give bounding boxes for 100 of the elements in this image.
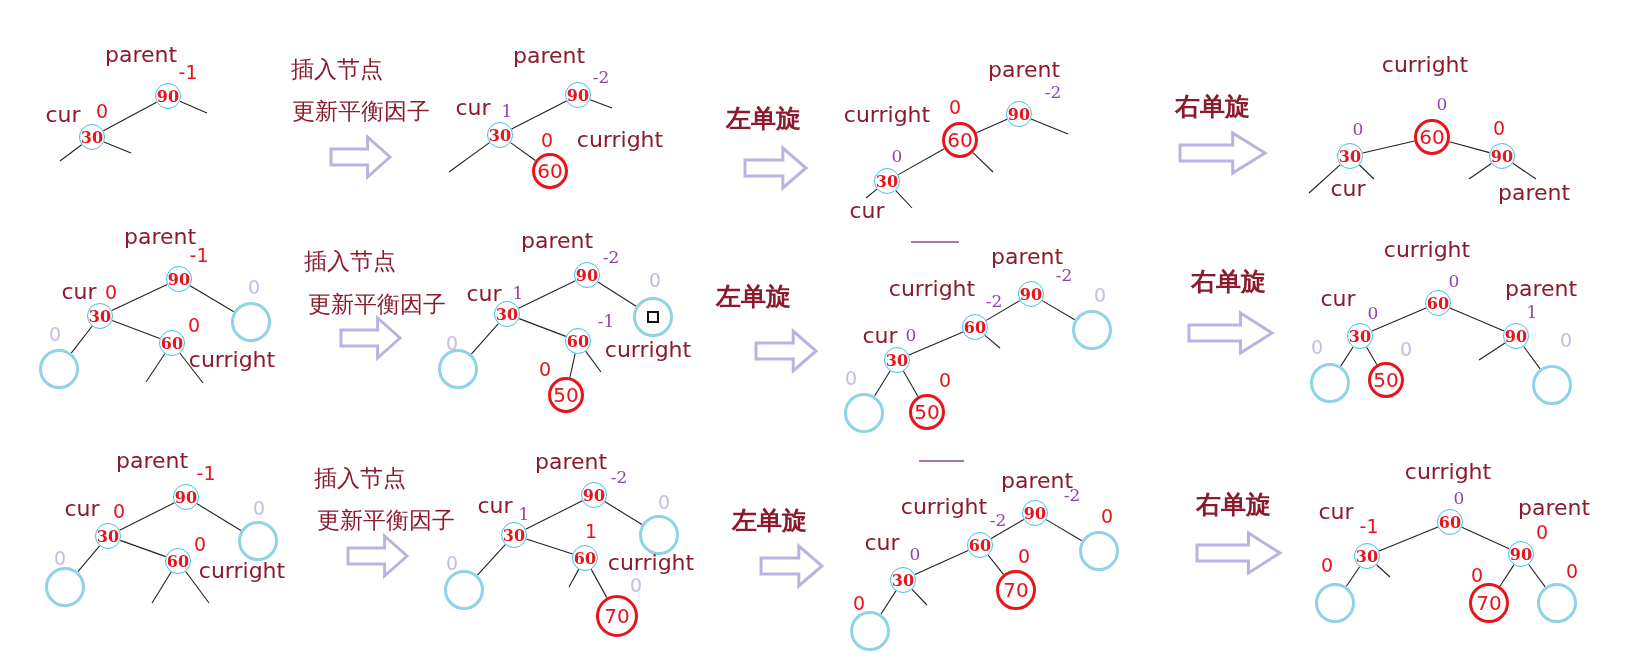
tree-edge [569, 353, 576, 378]
branch-line [59, 144, 83, 162]
node-label: curright [198, 557, 286, 583]
empty-subtree-circle [438, 349, 478, 389]
tree-edge [518, 318, 567, 337]
tree-edge [1041, 300, 1076, 321]
balance-factor: 0 [1352, 119, 1364, 139]
balance-factor: 0 [909, 544, 921, 564]
balance-factor: 0 [905, 325, 917, 345]
tree-edge [880, 590, 897, 615]
balance-factor: -2 [592, 67, 610, 87]
tree-edge [590, 568, 608, 599]
balance-factor: 0 [1565, 560, 1579, 582]
balance-factor: 0 [844, 367, 858, 389]
tree-edge [1045, 519, 1083, 542]
rotation-label: 左单旋 [725, 102, 801, 135]
node-label: curright [607, 549, 695, 575]
empty-subtree-circle [444, 570, 484, 610]
tree-edge [1449, 307, 1505, 332]
empty-subtree-circle [850, 611, 890, 651]
inserted-node-circle: 60 [1414, 119, 1450, 155]
branch-line [589, 99, 613, 109]
tree-edge [518, 280, 576, 309]
node-label: curright [188, 346, 276, 372]
node-label: parent [512, 42, 586, 68]
tree-edge [111, 320, 161, 339]
node-label: curright [604, 336, 692, 362]
branch-line [1030, 118, 1069, 135]
tree-edge [70, 325, 93, 354]
balance-factor: 0 [1448, 271, 1460, 291]
branch-line [865, 188, 878, 199]
empty-subtree-circle [639, 515, 679, 555]
balance-factor: 0 [1535, 521, 1549, 543]
tree-edge [908, 331, 964, 356]
balance-factor: -2 [602, 247, 620, 267]
node-label: parent [1517, 494, 1591, 520]
tree-edge [102, 101, 158, 132]
branch-line [1468, 162, 1492, 180]
branch-line [568, 568, 580, 588]
balance-factor: 0 [193, 533, 207, 555]
balance-factor: 0 [53, 547, 67, 569]
balance-factor: 0 [252, 497, 266, 519]
balance-factor: 0 [948, 96, 962, 118]
node-label: cur [1330, 175, 1366, 201]
tree-edge [1362, 140, 1415, 154]
branch-line [185, 570, 210, 604]
node-label: cur [45, 101, 81, 127]
tree-edge [511, 100, 567, 130]
tree-edge [1378, 526, 1439, 552]
tree-edge [119, 539, 167, 558]
empty-subtree-circle [1537, 583, 1577, 623]
inserted-node-circle: 70 [596, 595, 638, 637]
step-label: 插入节点 [291, 54, 383, 84]
inserted-node-circle: 70 [1469, 583, 1509, 623]
node-label: parent [520, 227, 594, 253]
branch-line [1308, 164, 1341, 194]
tree-edge [196, 503, 242, 532]
empty-subtree-circle [231, 302, 271, 342]
balance-factor: 0 [112, 500, 126, 522]
tree-edge [119, 502, 175, 531]
balance-factor: 0 [538, 358, 552, 380]
branch-line [585, 350, 602, 373]
balance-factor: 0 [540, 129, 554, 151]
rotation-label: 右单旋 [1190, 265, 1266, 298]
empty-subtree-circle [1310, 363, 1350, 403]
balance-factor: 0 [1320, 554, 1334, 576]
balance-factor: -1 [597, 311, 615, 331]
tree-edge [1366, 346, 1378, 366]
node-label: curright [843, 101, 931, 127]
balance-factor: 0 [938, 369, 952, 391]
balance-factor: 0 [1453, 488, 1465, 508]
branch-line [179, 100, 208, 114]
balance-factor: -1 [1359, 515, 1379, 537]
balance-factor: 0 [48, 323, 62, 345]
inserted-node-circle: 60 [532, 153, 568, 189]
balance-factor: 0 [648, 269, 662, 291]
balance-factor: 1 [584, 520, 598, 542]
tree-edge [1523, 345, 1541, 370]
balance-factor: 0 [1367, 303, 1379, 323]
node-label: cur [864, 529, 900, 555]
balance-factor: 0 [1492, 117, 1506, 139]
tree-edge [914, 549, 969, 576]
empty-subtree-circle [45, 567, 85, 607]
tree-edge [189, 285, 235, 313]
node-label: parent [115, 447, 189, 473]
inserted-node-circle: 50 [548, 377, 584, 413]
balance-factor: -2 [985, 291, 1003, 311]
empty-subtree-circle [1532, 365, 1572, 405]
inserted-node-circle: 70 [996, 570, 1036, 610]
branch-line [984, 334, 1001, 349]
node-label: cur [61, 278, 97, 304]
node-label: parent [104, 41, 178, 67]
rotation-label: 右单旋 [1195, 488, 1271, 521]
balance-factor: 0 [247, 276, 261, 298]
tree-edge [1371, 307, 1427, 332]
branch-line [911, 588, 928, 606]
node-label: curright [900, 493, 988, 519]
branch-line [1478, 342, 1506, 361]
step-label: 插入节点 [304, 246, 396, 276]
balance-factor: 1 [1526, 302, 1538, 322]
